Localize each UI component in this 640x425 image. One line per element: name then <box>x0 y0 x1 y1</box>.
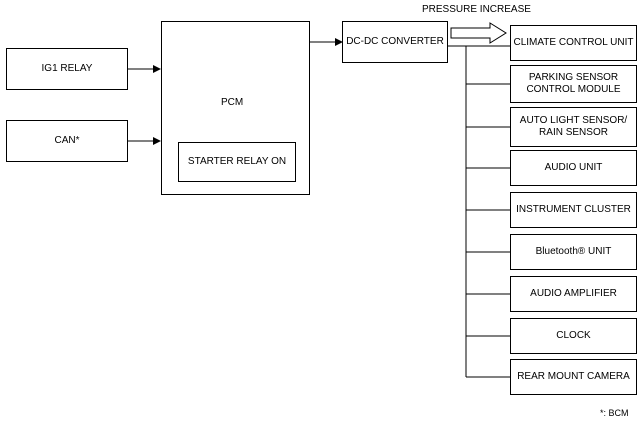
output-label: Bluetooth® UNIT <box>535 246 612 257</box>
pcm-box: PCM STARTER RELAY ON <box>161 21 310 195</box>
output-label: INSTRUMENT CLUSTER <box>516 204 631 215</box>
dcdc-converter-label: DC-DC CONVERTER <box>346 36 444 47</box>
ig1-relay-label: IG1 RELAY <box>41 63 93 74</box>
pressure-increase-label: PRESSURE INCREASE <box>422 4 531 15</box>
pressure-increase-arrow <box>450 22 507 44</box>
starter-relay-label: STARTER RELAY ON <box>187 156 287 167</box>
pcm-label: PCM <box>221 97 244 108</box>
output-box-rear-mount-camera: REAR MOUNT CAMERA <box>510 359 637 395</box>
output-label: REAR MOUNT CAMERA <box>517 371 630 382</box>
footnote: *: BCM <box>600 408 629 418</box>
ig1-relay-box: IG1 RELAY <box>6 48 128 90</box>
output-box-auto-light-rain-sensor: AUTO LIGHT SENSOR/ RAIN SENSOR <box>510 107 637 147</box>
output-box-climate-control-unit: CLIMATE CONTROL UNIT <box>510 25 637 61</box>
can-label: CAN* <box>54 135 80 146</box>
output-label: CLOCK <box>556 330 591 341</box>
output-box-instrument-cluster: INSTRUMENT CLUSTER <box>510 192 637 228</box>
output-box-bluetooth-unit: Bluetooth® UNIT <box>510 234 637 270</box>
output-box-audio-amplifier: AUDIO AMPLIFIER <box>510 276 637 312</box>
output-label: AUTO LIGHT SENSOR/ RAIN SENSOR <box>519 115 628 138</box>
output-box-audio-unit: AUDIO UNIT <box>510 150 637 186</box>
output-label: CLIMATE CONTROL UNIT <box>513 37 634 48</box>
output-box-parking-sensor-module: PARKING SENSOR CONTROL MODULE <box>510 65 637 103</box>
output-label: AUDIO UNIT <box>544 162 603 173</box>
dcdc-converter-box: DC-DC CONVERTER <box>342 21 448 63</box>
starter-relay-box: STARTER RELAY ON <box>178 142 296 182</box>
output-label: AUDIO AMPLIFIER <box>530 288 617 299</box>
output-box-clock: CLOCK <box>510 318 637 354</box>
can-box: CAN* <box>6 120 128 162</box>
output-label: PARKING SENSOR CONTROL MODULE <box>526 72 621 95</box>
